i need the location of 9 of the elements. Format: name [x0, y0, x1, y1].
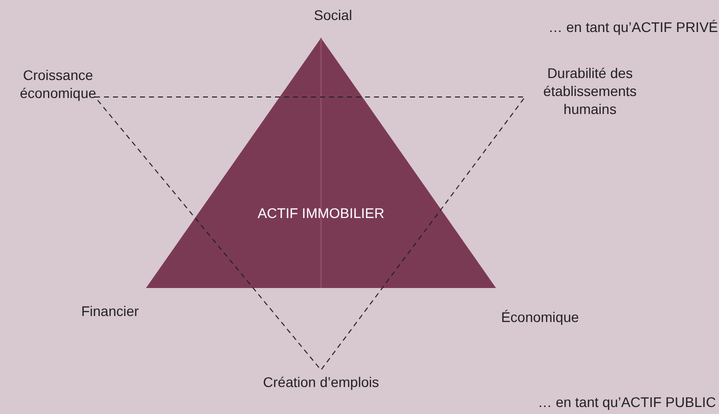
center-label: ACTIF IMMOBILIER [258, 205, 384, 221]
vertex-label: Durabilité des établissements humains [542, 64, 638, 118]
vertex-label: Financier [80, 302, 140, 320]
vertex-label: … en tant qu’ACTIF PUBLIC [536, 393, 716, 411]
vertex-label: Création d’emplois [262, 373, 380, 391]
vertex-label: Social [312, 6, 354, 24]
vertex-label: Croissance économique [18, 66, 98, 102]
vertex-label: Économique [500, 308, 580, 326]
vertex-label: … en tant qu’ACTIF PRIVÉ [547, 18, 718, 36]
